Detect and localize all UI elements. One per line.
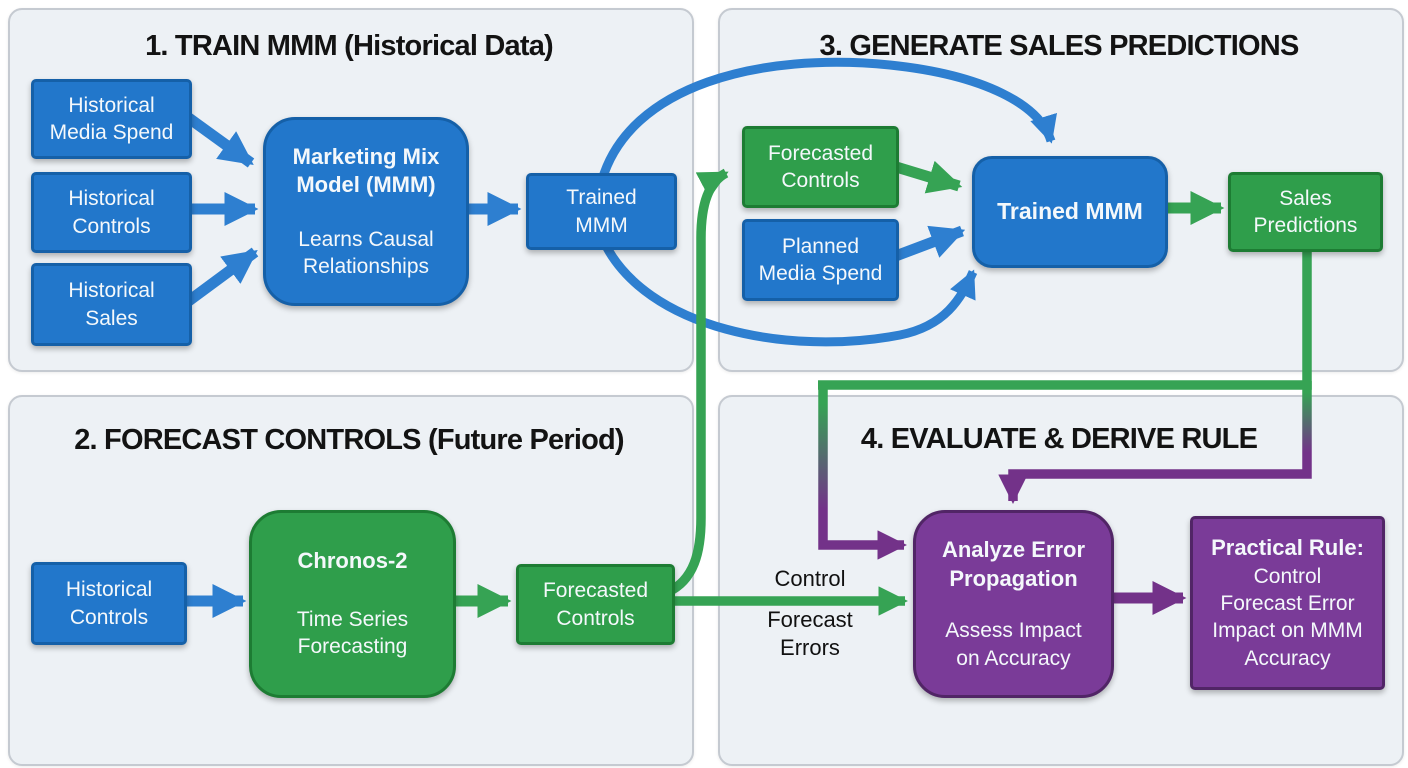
box-marketing-mix-model: Marketing Mix Model (MMM) Learns Causal …: [263, 117, 469, 306]
box-chronos-2: Chronos-2 Time Series Forecasting: [249, 510, 456, 698]
box-historical-controls-train: Historical Controls: [31, 172, 192, 253]
mmm-subtitle: Learns Causal Relationships: [298, 227, 434, 279]
box-practical-rule: Practical Rule: Control Forecast Error I…: [1190, 516, 1385, 690]
practical-rule-body: Control Forecast Error Impact on MMM Acc…: [1212, 564, 1363, 670]
mmm-title: Marketing Mix Model (MMM): [292, 143, 440, 198]
practical-rule-title: Practical Rule:: [1211, 535, 1364, 561]
box-historical-sales: Historical Sales: [31, 263, 192, 346]
panel-title-forecast-controls: 2. FORECAST CONTROLS (Future Period): [74, 424, 624, 456]
arrow-forecasted-controls-up-to-generate: [665, 168, 729, 597]
box-historical-controls-forecast: Historical Controls: [31, 562, 187, 645]
arrow-trained-mmm-curve-bottom: [598, 238, 978, 347]
analyze-error-title: Analyze Error Propagation: [941, 537, 1086, 591]
box-planned-media-spend: Planned Media Spend: [742, 219, 899, 301]
panel-title-evaluate-derive-rule: 4. EVALUATE & DERIVE RULE: [860, 423, 1258, 455]
box-analyze-error-propagation: Analyze Error Propagation Assess Impact …: [913, 510, 1114, 698]
analyze-error-subtitle: Assess Impact on Accuracy: [945, 619, 1082, 670]
box-forecasted-controls-generate: Forecasted Controls: [742, 126, 899, 208]
arrow-media-spend-to-mmm: [182, 111, 255, 168]
panel-title-generate-sales-predictions: 3. GENERATE SALES PREDICTIONS: [819, 30, 1299, 62]
box-forecasted-controls-forecast: Forecasted Controls: [516, 564, 675, 645]
chronos-title: Chronos-2: [297, 548, 408, 574]
arrow-trained-mmm-curve-top: [597, 57, 1057, 182]
arrow-feedback-into-analyze-top: [998, 381, 1312, 504]
box-trained-mmm-train: Trained MMM: [526, 173, 677, 250]
arrow-feedback-into-analyze-left: [818, 380, 907, 560]
label-control: Control: [774, 566, 846, 591]
arrow-forecasted-controls-to-trained-mmm: [891, 160, 963, 194]
arrow-planned-media-spend-to-trained-mmm: [891, 225, 966, 263]
box-sales-predictions: Sales Predictions: [1228, 172, 1383, 252]
arrow-sales-to-mmm: [182, 247, 259, 308]
label-forecast-errors: Forecast Errors: [767, 607, 853, 660]
box-historical-media-spend: Historical Media Spend: [31, 79, 192, 159]
box-trained-mmm-generate: Trained MMM: [972, 156, 1168, 268]
chronos-subtitle: Time Series Forecasting: [296, 608, 409, 659]
panel-title-train-mmm: 1. TRAIN MMM (Historical Data): [145, 30, 554, 62]
